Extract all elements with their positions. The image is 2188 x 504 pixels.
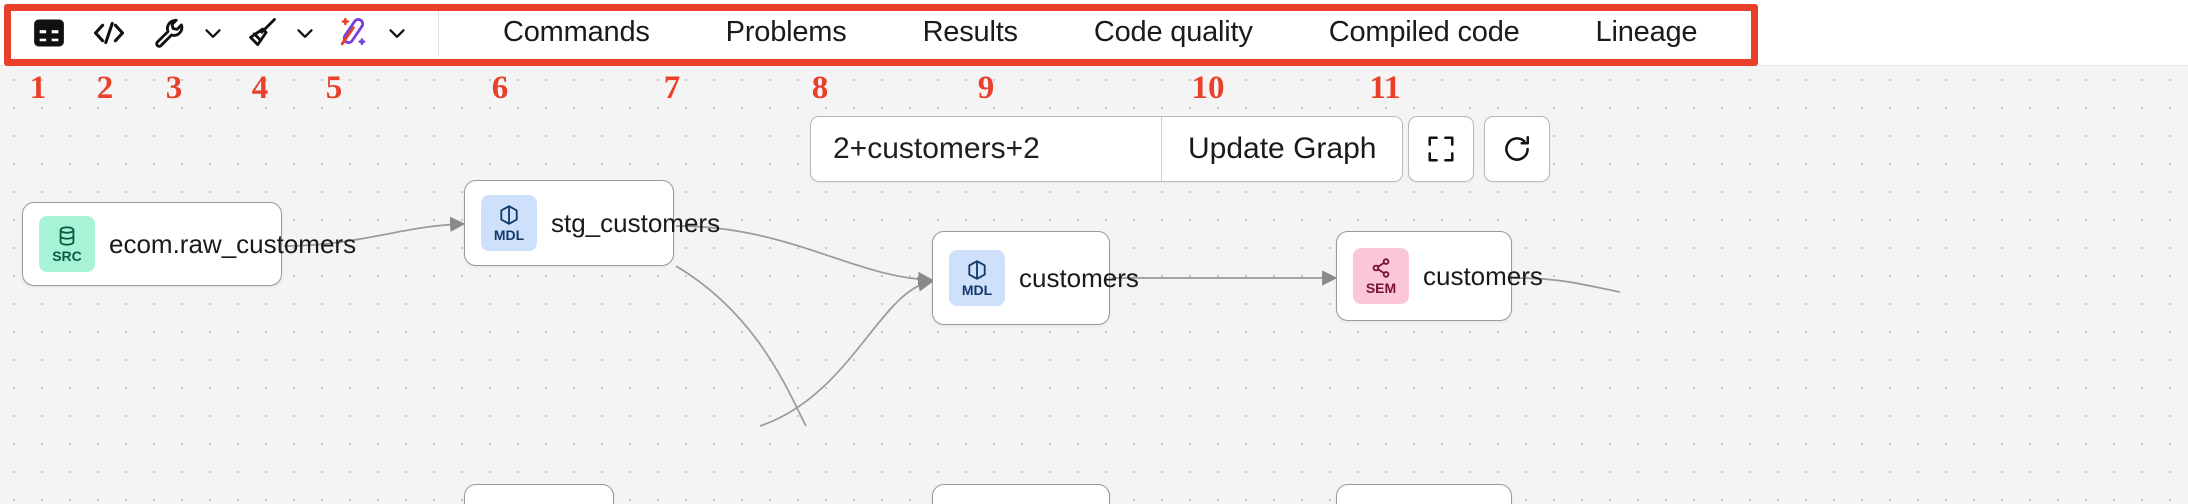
annotation-number-3: 3 [165,70,183,106]
tab-compiled-code[interactable]: Compiled code [1328,16,1520,48]
badge-sem: SEM [1353,248,1409,304]
annotation-number-4: 4 [251,70,269,106]
graph-node-customers-mdl[interactable]: MDL customers [932,231,1139,325]
toolbar-icon-group [0,0,465,65]
graph-search-input[interactable] [811,117,1161,181]
panel-tabs: Commands Problems Results Code quality C… [465,0,1735,65]
cube-icon [966,259,988,281]
fullscreen-icon [1426,134,1456,164]
badge-label: SRC [52,248,82,264]
wrench-icon-button[interactable] [140,11,198,55]
magic-wand-menu[interactable] [324,11,416,55]
wrench-menu[interactable] [140,11,232,55]
tab-lineage[interactable]: Lineage [1595,16,1698,48]
share-icon [1370,257,1392,279]
annotation-number-8: 8 [811,70,829,106]
annotation-number-7: 7 [663,70,681,106]
node-label: stg_customers [551,207,721,238]
tab-results[interactable]: Results [922,16,1019,48]
chevron-down-icon[interactable] [384,20,410,46]
badge-mdl: MDL [481,195,537,251]
editor-toolbar: Commands Problems Results Code quality C… [0,0,2188,66]
badge-mdl: MDL [949,250,1005,306]
graph-search-bar[interactable]: Update Graph [810,116,1404,182]
toolbar-divider [438,9,439,56]
cube-icon [498,204,520,226]
refresh-button[interactable] [1484,116,1550,182]
annotation-number-5: 5 [325,70,343,106]
broom-icon-button[interactable] [232,11,290,55]
broom-menu[interactable] [232,11,324,55]
broom-icon [244,16,278,50]
badge-label: SEM [1365,280,1397,296]
node-label: customers [1019,262,1139,293]
database-icon [56,225,78,247]
code-icon-button[interactable] [78,11,140,55]
fullscreen-button[interactable] [1408,116,1474,182]
annotation-number-6: 6 [491,70,509,106]
table-icon-button[interactable] [20,11,78,55]
node-label: customers [1423,260,1543,291]
graph-node-customers-sem[interactable]: SEM customers [1336,231,1543,321]
graph-node-stg-customers[interactable]: MDL stg_customers [464,180,720,266]
refresh-icon [1502,134,1532,164]
node-label: ecom.raw_customers [109,228,357,259]
graph-node-partial-mid[interactable] [932,484,1110,504]
graph-node-ecom-raw-customers[interactable]: SRC ecom.raw_customers [22,202,356,286]
tab-problems[interactable]: Problems [725,16,847,48]
code-icon [91,16,127,50]
tab-commands[interactable]: Commands [503,16,650,48]
badge-label: MDL [961,282,993,298]
annotation-number-2: 2 [96,70,114,106]
annotation-number-1: 1 [29,70,47,106]
table-icon [32,16,66,50]
chevron-down-icon[interactable] [200,20,226,46]
badge-label: MDL [493,227,525,243]
magic-wand-icon-button[interactable] [324,11,382,55]
lineage-graph-canvas[interactable]: 1 2 3 4 5 6 7 8 9 10 11 Update Grap [0,66,2188,504]
chevron-down-icon[interactable] [292,20,318,46]
annotation-number-10: 10 [1191,70,1225,106]
badge-src: SRC [39,216,95,272]
graph-node-partial-left[interactable] [464,484,614,504]
magic-wand-icon [336,16,370,50]
wrench-icon [152,16,186,50]
annotation-number-11: 11 [1369,70,1401,106]
graph-node-partial-right[interactable] [1336,484,1512,504]
tab-code-quality[interactable]: Code quality [1093,16,1253,48]
annotation-number-9: 9 [977,70,995,106]
update-graph-button[interactable]: Update Graph [1161,117,1403,181]
